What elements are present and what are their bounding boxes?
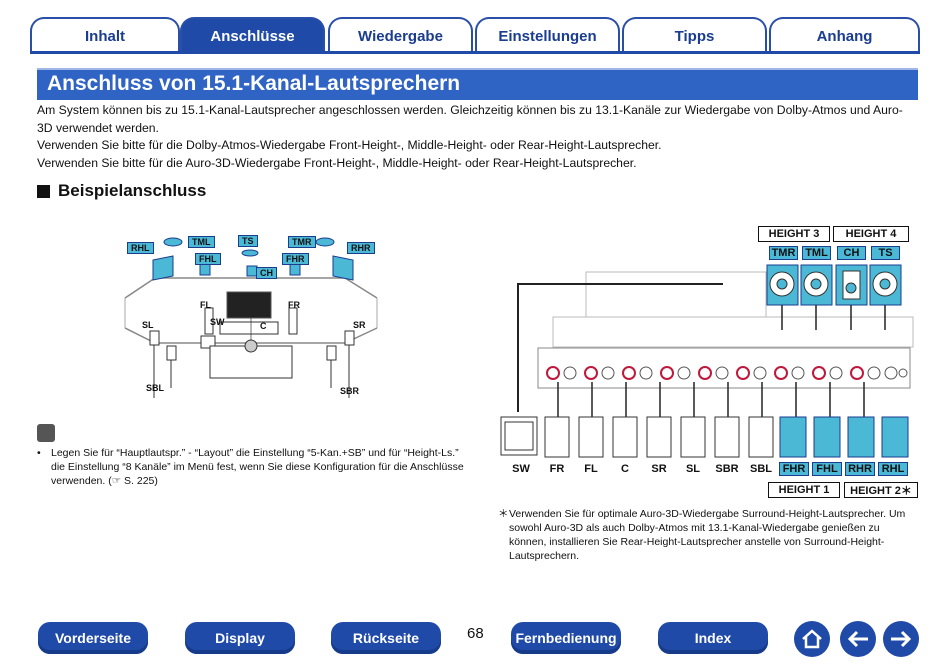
- label-rhl: RHL: [127, 242, 154, 254]
- square-bullet-icon: [37, 184, 50, 198]
- speaker-label-fhr: FHR: [779, 462, 809, 476]
- label-fr: FR: [288, 300, 300, 310]
- note-body: Legen Sie für “Hauptlautspr.” - “Layout”…: [51, 447, 464, 487]
- page-title-bar: Anschluss von 15.1-Kanal-Lautsprechern: [37, 68, 918, 100]
- intro-paragraph: Verwenden Sie bitte für die Auro-3D-Wied…: [37, 155, 637, 170]
- footnote-body: Verwenden Sie für optimale Auro-3D-Wiede…: [509, 508, 906, 562]
- speaker-label-rhl: RHL: [878, 462, 908, 476]
- fernbedienung-button[interactable]: Fernbedienung: [511, 622, 621, 654]
- label-sbr: SBR: [340, 386, 360, 396]
- vorderseite-button[interactable]: Vorderseite: [38, 622, 148, 654]
- intro-text: Am System können bis zu 15.1-Kanal-Lauts…: [37, 102, 917, 172]
- label-fl: FL: [200, 300, 211, 310]
- section-title: Beispielanschluss: [58, 181, 207, 200]
- bullet: •: [37, 447, 41, 459]
- display-button[interactable]: Display: [185, 622, 295, 654]
- speaker-label-tmr: TMR: [769, 246, 798, 260]
- height-4-label: HEIGHT 4: [833, 226, 909, 242]
- label-fhl: FHL: [195, 253, 221, 265]
- label-tmr: TMR: [288, 236, 316, 248]
- back-button[interactable]: [840, 621, 876, 657]
- tab-underline: [30, 51, 920, 54]
- speaker-label-ts: TS: [871, 246, 900, 260]
- tab-wiedergabe[interactable]: Wiedergabe: [328, 17, 473, 53]
- room-diagram: [124, 237, 378, 398]
- footnote: ＊ Verwenden Sie für optimale Auro-3D-Wie…: [498, 507, 908, 563]
- speaker-label-ch: CH: [837, 246, 866, 260]
- label-ts: TS: [238, 235, 258, 247]
- speaker-label-fr: FR: [549, 463, 565, 475]
- asterisk-mark: ＊: [498, 508, 509, 520]
- label-rhr: RHR: [347, 242, 375, 254]
- tab-anschluesse[interactable]: Anschlüsse: [180, 17, 325, 53]
- intro-paragraph: Am System können bis zu 15.1-Kanal-Lauts…: [37, 103, 903, 135]
- section-heading: Beispielanschluss: [37, 181, 206, 201]
- rueckseite-button[interactable]: Rückseite: [331, 622, 441, 654]
- speaker-label-sr: SR: [651, 463, 667, 475]
- home-button[interactable]: [794, 621, 830, 657]
- intro-paragraph: Verwenden Sie bitte für die Dolby-Atmos-…: [37, 138, 662, 152]
- arrow-left-icon: [847, 630, 868, 648]
- connection-diagram: [500, 264, 914, 458]
- forward-button[interactable]: [883, 621, 919, 657]
- height-3-label: HEIGHT 3: [758, 226, 830, 242]
- speaker-label-tml: TML: [802, 246, 831, 260]
- page-number: 68: [467, 625, 484, 642]
- speaker-label-c: C: [621, 463, 629, 475]
- tab-anhang[interactable]: Anhang: [769, 17, 920, 53]
- index-button[interactable]: Index: [658, 622, 768, 654]
- home-icon: [802, 629, 822, 649]
- note-text: • Legen Sie für “Hauptlautspr.” - “Layou…: [37, 446, 467, 488]
- pencil-note-icon: [37, 424, 55, 442]
- label-ch: CH: [256, 267, 277, 279]
- height-1-label: HEIGHT 1: [768, 482, 840, 498]
- label-c: C: [260, 321, 267, 331]
- label-fhr: FHR: [282, 253, 309, 265]
- speaker-label-sl: SL: [685, 463, 701, 475]
- arrow-right-icon: [891, 630, 912, 648]
- tab-bar: Inhalt Anschlüsse Wiedergabe Einstellung…: [30, 15, 920, 53]
- label-sl: SL: [142, 320, 154, 330]
- label-sr: SR: [353, 320, 366, 330]
- height-2-label: HEIGHT 2＊: [844, 482, 918, 498]
- label-tml: TML: [188, 236, 215, 248]
- tab-inhalt[interactable]: Inhalt: [30, 17, 180, 53]
- speaker-label-sbl: SBL: [750, 463, 772, 475]
- speaker-label-sw: SW: [512, 463, 530, 475]
- tab-tipps[interactable]: Tipps: [622, 17, 767, 53]
- speaker-label-sbr: SBR: [715, 463, 739, 475]
- tab-einstellungen[interactable]: Einstellungen: [475, 17, 620, 53]
- speaker-label-fhl: FHL: [812, 462, 842, 476]
- speaker-label-fl: FL: [584, 463, 598, 475]
- label-sbl: SBL: [146, 383, 164, 393]
- label-sw: SW: [210, 317, 225, 327]
- speaker-label-rhr: RHR: [845, 462, 875, 476]
- page-title: Anschluss von 15.1-Kanal-Lautsprechern: [47, 72, 461, 95]
